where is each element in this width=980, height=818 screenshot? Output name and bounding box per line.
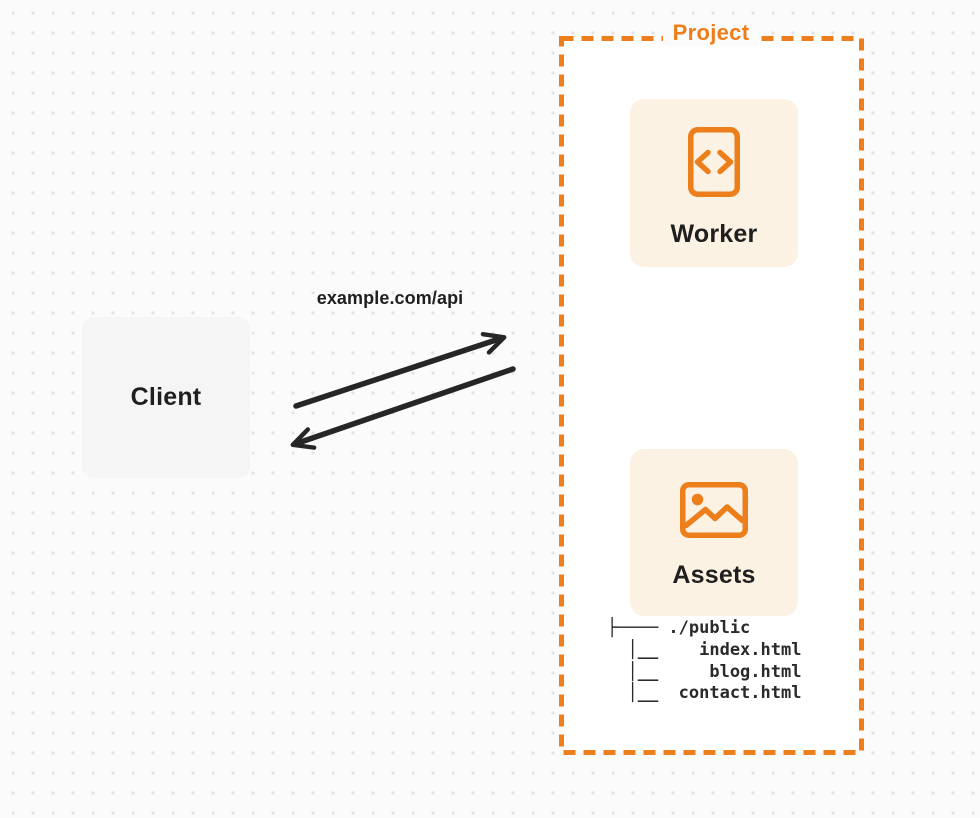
tree-line-blog: │__ blog.html — [607, 661, 802, 682]
request-url-label: example.com/api — [316, 288, 464, 308]
tree-line-index: │__ index.html — [607, 639, 802, 660]
project-group-label: Project — [561, 20, 861, 46]
client-label: Client — [130, 383, 202, 411]
assets-file-tree: ├──── ./public │__ index.html │__ blog.h… — [607, 618, 801, 705]
response-arrow — [290, 366, 516, 450]
code-icon — [688, 127, 740, 197]
assets-node: Assets — [630, 449, 798, 616]
tree-line-public: ├──── ./public — [607, 618, 751, 638]
request-arrow — [293, 331, 507, 409]
project-label-text: Project — [662, 20, 760, 46]
tree-line-contact: │__ contact.html — [607, 683, 802, 704]
image-icon — [680, 482, 748, 538]
worker-label: Worker — [670, 220, 758, 248]
client-node: Client — [82, 317, 250, 478]
assets-label: Assets — [672, 561, 756, 589]
worker-node: Worker — [630, 99, 798, 267]
